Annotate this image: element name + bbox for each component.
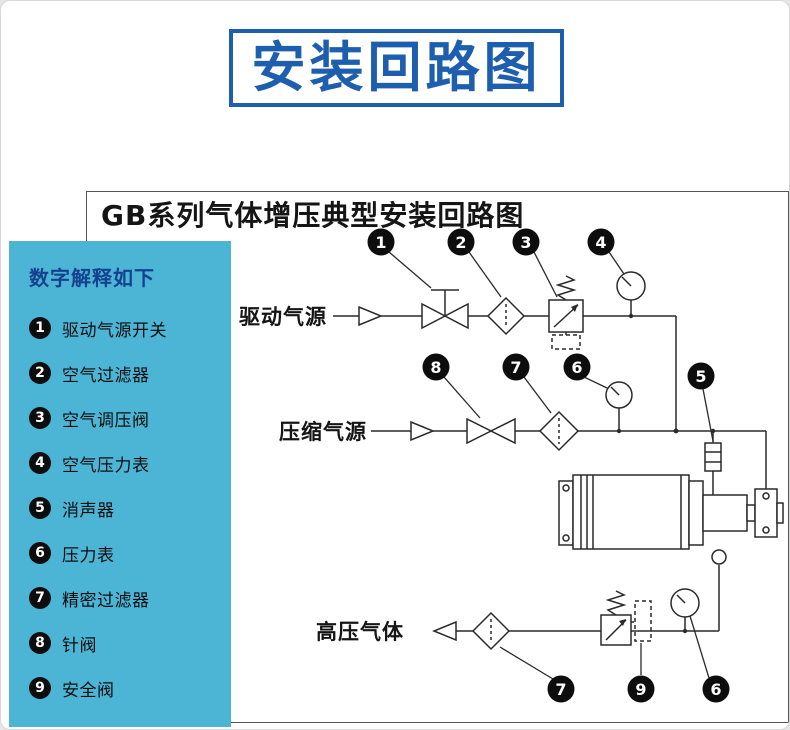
needle-valve-symbol — [466, 417, 516, 445]
legend-item-1: 1 驱动气源开关 — [29, 316, 221, 341]
legend-item-label: 精密过滤器 — [62, 590, 150, 611]
legend-number-badge: 2 — [29, 362, 51, 384]
legend-number-badge: 3 — [29, 407, 51, 429]
callout-7-mid: 7 — [502, 353, 530, 381]
legend-number-badge: 4 — [29, 452, 51, 474]
legend-item-label: 针阀 — [62, 635, 97, 656]
muffler-symbol — [704, 442, 722, 472]
legend-item-label: 安全阀 — [62, 680, 115, 701]
flow-arrow-compressed — [410, 420, 435, 442]
legend-item-5: 5 消声器 — [29, 496, 221, 521]
air-filter-symbol — [486, 296, 526, 336]
legend-number-badge: 8 — [29, 632, 51, 654]
legend-number-badge: 1 — [29, 317, 51, 339]
svg-text:3: 3 — [520, 233, 531, 252]
pipe-junction-dots — [616, 313, 716, 634]
svg-text:9: 9 — [635, 680, 646, 699]
legend-number-badge: 7 — [29, 587, 51, 609]
legend-title: 数字解释如下 — [29, 266, 155, 290]
precision-filter-symbol — [538, 410, 580, 452]
svg-text:1: 1 — [375, 233, 386, 252]
legend-item-4: 4 空气压力表 — [29, 451, 221, 476]
callout-6-bottom: 6 — [702, 675, 730, 703]
legend-list: 1 驱动气源开关 2 空气过滤器 3 空气调压阀 4 空气压力表 5 消声器 6… — [29, 316, 221, 701]
legend-item-label: 消声器 — [62, 500, 115, 521]
legend-item-9: 9 安全阀 — [29, 676, 221, 701]
page-title: 安装回路图 — [251, 36, 542, 99]
legend-item-label: 压力表 — [62, 545, 115, 566]
legend-panel: 数字解释如下 1 驱动气源开关 2 空气过滤器 3 空气调压阀 4 空气压力表 … — [9, 241, 231, 727]
legend-item-6: 6 压力表 — [29, 541, 221, 566]
callout-8: 8 — [422, 353, 450, 381]
air-pressure-gauge-symbol — [616, 271, 646, 301]
callout-3: 3 — [512, 228, 540, 256]
callout-9: 9 — [627, 675, 655, 703]
legend-item-2: 2 空气过滤器 — [29, 361, 221, 386]
callout-4: 4 — [587, 228, 615, 256]
svg-text:6: 6 — [710, 680, 721, 699]
callout-leaders — [388, 251, 714, 680]
svg-text:5: 5 — [695, 367, 706, 386]
legend-item-label: 空气压力表 — [62, 455, 150, 476]
diagram-header: GB系列气体增压典型安装回路图 — [101, 199, 525, 232]
callout-1: 1 — [367, 228, 395, 256]
legend-number-badge: 6 — [29, 542, 51, 564]
pressure-gauge-symbol — [605, 381, 633, 409]
legend-item-label: 驱动气源开关 — [62, 320, 167, 341]
callout-7-bottom: 7 — [547, 675, 575, 703]
callout-2: 2 — [447, 228, 475, 256]
svg-text:7: 7 — [510, 358, 521, 377]
svg-text:4: 4 — [595, 233, 606, 252]
legend-item-label: 空气过滤器 — [62, 365, 150, 386]
svg-text:7: 7 — [555, 680, 566, 699]
legend-item-7: 7 精密过滤器 — [29, 586, 221, 611]
regulator-symbol — [548, 275, 584, 350]
page-title-box: 安装回路图 — [229, 29, 564, 107]
safety-valve-symbol — [600, 590, 652, 646]
svg-text:6: 6 — [571, 358, 582, 377]
svg-text:8: 8 — [430, 358, 441, 377]
callout-6-mid: 6 — [563, 353, 591, 381]
flow-arrow-drive — [358, 305, 383, 327]
shutoff-valve-symbol — [421, 289, 469, 330]
outlet-pressure-gauge-symbol — [670, 588, 700, 618]
flow-arrow-outlet — [432, 620, 457, 642]
callout-badges: 1 2 3 4 8 7 6 — [367, 228, 730, 703]
legend-item-label: 空气调压阀 — [62, 410, 150, 431]
legend-number-badge: 9 — [29, 677, 51, 699]
legend-item-8: 8 针阀 — [29, 631, 221, 656]
outlet-filter-symbol — [471, 611, 511, 651]
high-pressure-gas-label: 高压气体 — [316, 620, 404, 644]
compressed-air-label: 压缩气源 — [279, 420, 367, 444]
pipe-lines — [333, 300, 767, 632]
svg-text:2: 2 — [455, 233, 466, 252]
legend-number-badge: 5 — [29, 497, 51, 519]
legend-item-3: 3 空气调压阀 — [29, 406, 221, 431]
booster-pump — [558, 474, 784, 565]
callout-5: 5 — [687, 362, 715, 390]
drive-air-label: 驱动气源 — [239, 305, 327, 329]
